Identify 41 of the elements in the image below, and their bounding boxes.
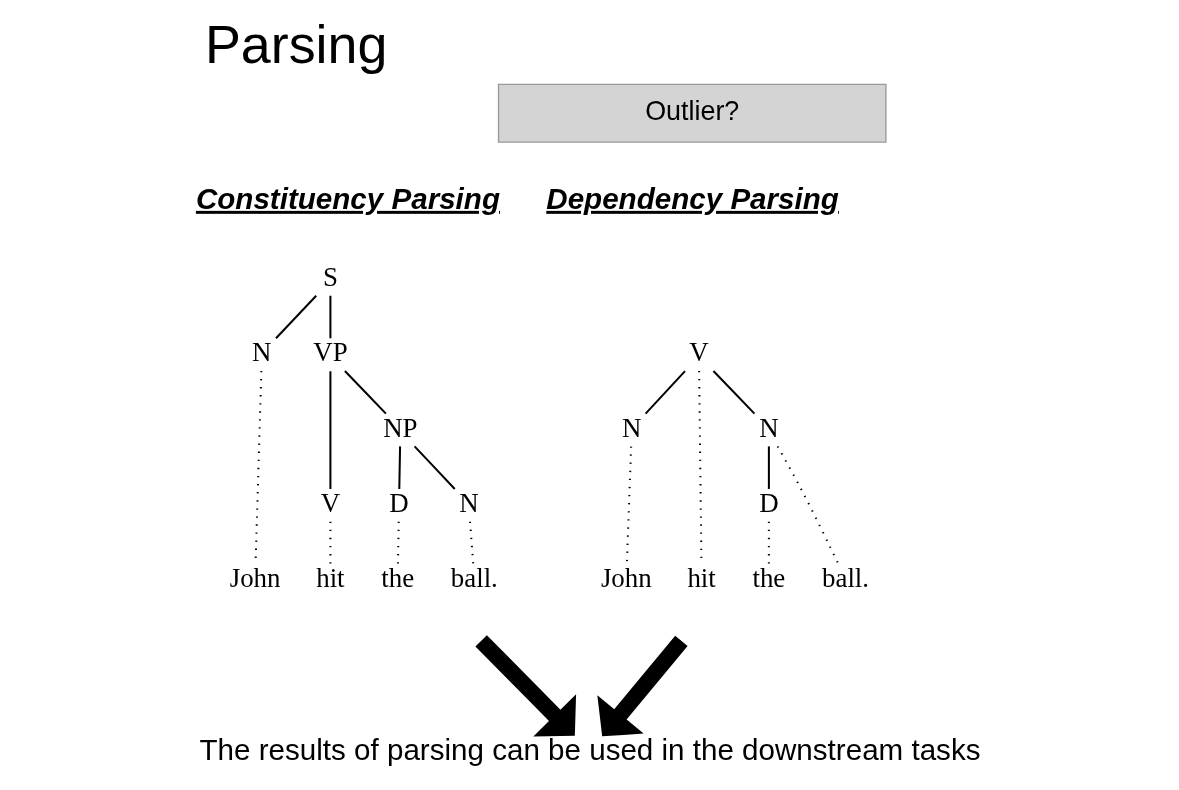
connector: [328, 295, 331, 338]
node-text: ball.: [450, 562, 498, 593]
node-text: John: [600, 562, 652, 593]
node-text: the: [751, 562, 785, 593]
connector: [468, 521, 474, 564]
connector: [328, 370, 331, 489]
node-text: S: [322, 261, 338, 292]
node-text: D: [758, 487, 779, 518]
connector: [396, 521, 400, 564]
node-text: the: [380, 562, 414, 593]
arrow: [474, 634, 576, 736]
connector: [712, 369, 755, 414]
node-text: hit: [686, 562, 716, 593]
connector: [397, 445, 401, 489]
connector: [767, 521, 770, 564]
node-text: John: [229, 562, 280, 593]
node-text: V: [688, 336, 709, 367]
diagram-title: Parsing: [204, 13, 387, 74]
node-text: N: [758, 412, 779, 443]
connector: [274, 294, 317, 339]
connector: [343, 369, 387, 414]
node-text: N: [621, 412, 641, 443]
arrow: [596, 635, 688, 736]
node-text: N: [458, 487, 479, 518]
node-text: V: [320, 487, 340, 518]
node-text: VP: [312, 336, 348, 367]
connector: [328, 521, 331, 564]
node-text: NP: [382, 412, 418, 443]
node-text: hit: [315, 562, 345, 593]
node-text: Dependency Parsing: [545, 181, 839, 215]
node-text: N: [251, 336, 272, 367]
connector: [644, 369, 686, 414]
connector: [413, 445, 455, 490]
connector: [767, 445, 770, 489]
node-box: Outlier?: [497, 83, 887, 143]
node-text: Constituency Parsing: [195, 181, 500, 215]
connector: [625, 446, 632, 564]
node-text: D: [388, 487, 409, 518]
connector: [776, 445, 839, 564]
node-text: ball.: [821, 562, 869, 593]
node-text: The results of parsing can be used in the downstream tasks: [199, 732, 980, 766]
